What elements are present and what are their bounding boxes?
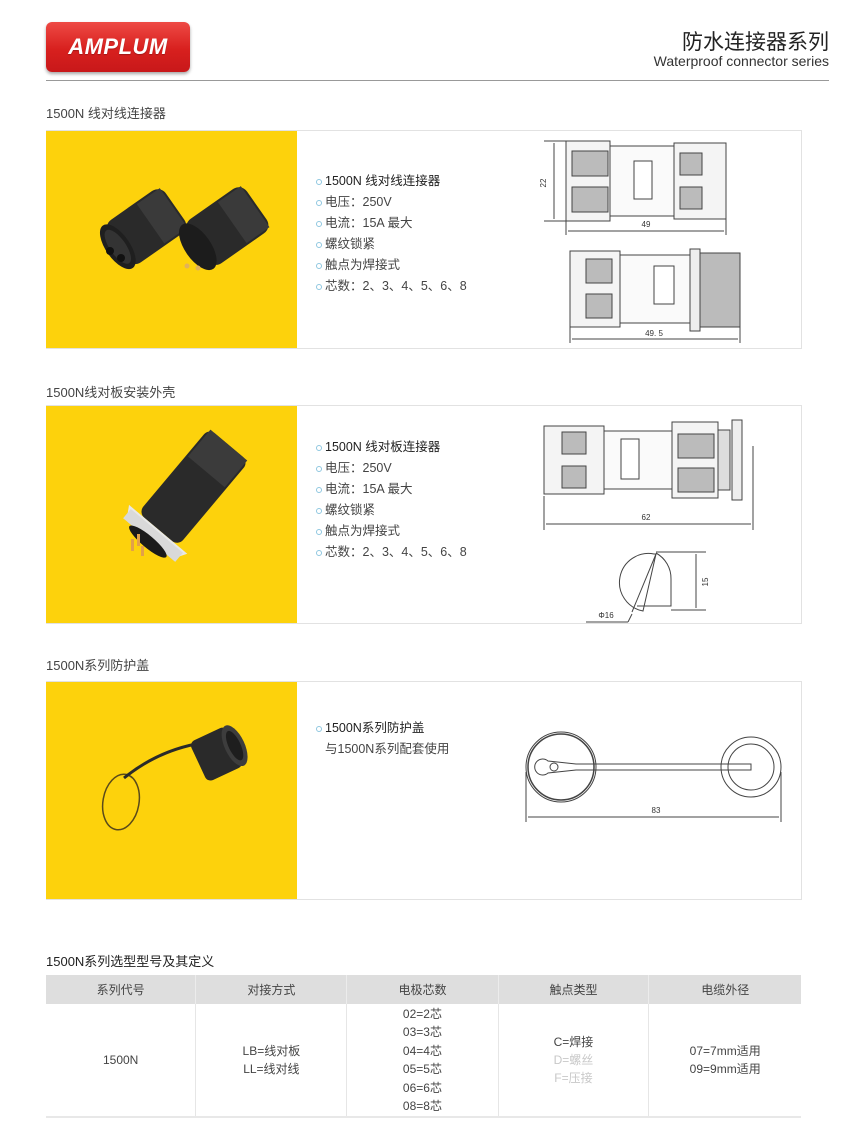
bullet-icon	[316, 725, 322, 732]
product-panel-wire-to-board: 1500N 线对板连接器 电压：250V 电流：15A 最大 螺纹锁紧 触点为焊…	[46, 405, 802, 624]
dim-length-1: 49	[642, 220, 651, 229]
col-cable: 电缆外径	[648, 975, 801, 1004]
dim-height: 22	[539, 178, 548, 187]
bullet-icon	[316, 465, 322, 472]
dim-length: 83	[652, 806, 661, 815]
section-title-wire-to-board: 1500N线对板安装外壳	[46, 385, 176, 400]
spec-list-wire-to-wire: 1500N 线对线连接器 电压：250V 电流：15A 最大 螺纹锁紧 触点为焊…	[316, 171, 467, 297]
cell-cores: 02=2芯 03=3芯 04=4芯 05=5芯 06=6芯 08=8芯	[346, 1004, 499, 1119]
table-header-row: 系列代号 对接方式 电极芯数 触点类型 电缆外径	[46, 975, 801, 1004]
dim-cutout-diameter: Φ16	[598, 611, 614, 620]
table-row: 1500N LB=线对板 LL=线对线 02=2芯 03=3芯 04=4芯 05…	[46, 1004, 801, 1119]
page-title-en: Waterproof connector series	[653, 53, 829, 69]
technical-drawing-wire-to-wire: 22 49 49. 5	[539, 140, 741, 343]
dim-length-2: 49. 5	[645, 329, 663, 338]
page-title-cn: 防水连接器系列	[682, 31, 829, 54]
bullet-icon	[316, 549, 322, 556]
product-photo-wire-to-board	[46, 406, 297, 623]
bullet-icon	[316, 486, 322, 493]
spec-item: 芯数：2、3、4、5、6、8	[316, 542, 467, 563]
cell-cable: 07=7mm适用 09=9mm适用	[648, 1004, 801, 1119]
product-panel-protective-cap: 1500N系列防护盖 与1500N系列配套使用 83	[46, 681, 802, 900]
product-panel-wire-to-wire: 1500N 线对线连接器 电压：250V 电流：15A 最大 螺纹锁紧 触点为焊…	[46, 130, 802, 349]
spec-item: 芯数：2、3、4、5、6、8	[316, 276, 467, 297]
bullet-icon	[316, 241, 322, 248]
spec-item: 电压：250V	[316, 458, 467, 479]
table-title: 1500N系列选型型号及其定义	[46, 954, 215, 969]
col-mating: 对接方式	[195, 975, 347, 1004]
product-photo-protective-cap	[46, 682, 297, 899]
amplum-logo: AMPLUM	[46, 22, 190, 72]
bullet-icon	[316, 199, 322, 206]
section-title-protective-cap: 1500N系列防护盖	[46, 658, 150, 673]
bullet-icon	[316, 220, 322, 227]
header-divider	[46, 80, 829, 81]
protective-cap-icon	[101, 725, 248, 831]
bullet-icon	[316, 262, 322, 269]
section-title-wire-to-wire: 1500N 线对线连接器	[46, 106, 166, 121]
spec-item: 触点为焊接式	[316, 521, 467, 542]
spec-item: 1500N 线对线连接器	[316, 171, 467, 192]
cell-contact: C=焊接 D=螺丝 F=压接	[497, 1004, 649, 1119]
spec-item: 电流：15A 最大	[316, 213, 467, 234]
bullet-icon	[316, 444, 322, 451]
dim-cutout-height: 15	[701, 577, 710, 586]
selection-table: 系列代号 对接方式 电极芯数 触点类型 电缆外径 1500N LB=线对板 LL…	[46, 975, 801, 1119]
spec-item: 电流：15A 最大	[316, 479, 467, 500]
bullet-icon	[316, 528, 322, 535]
col-cores: 电极芯数	[346, 975, 499, 1004]
spec-list-protective-cap: 1500N系列防护盖 与1500N系列配套使用	[316, 718, 449, 760]
spec-item: 1500N系列防护盖	[316, 718, 449, 739]
bullet-icon	[316, 507, 322, 514]
bullet-icon	[316, 178, 322, 185]
spec-item: 与1500N系列配套使用	[325, 742, 450, 756]
panel-mount-connector-icon	[123, 429, 248, 562]
connector-pair-icon	[99, 186, 270, 271]
spec-item: 电压：250V	[316, 192, 467, 213]
spec-list-wire-to-board: 1500N 线对板连接器 电压：250V 电流：15A 最大 螺纹锁紧 触点为焊…	[316, 437, 467, 563]
spec-item: 1500N 线对板连接器	[316, 437, 467, 458]
col-contact: 触点类型	[497, 975, 649, 1004]
spec-item: 螺纹锁紧	[316, 500, 467, 521]
col-series: 系列代号	[46, 975, 196, 1004]
cell-mating: LB=线对板 LL=线对线	[195, 1004, 347, 1119]
dim-length: 62	[642, 513, 651, 522]
cell-series: 1500N	[46, 1004, 196, 1119]
spec-item: 螺纹锁紧	[316, 234, 467, 255]
technical-drawing-protective-cap: 83	[525, 731, 782, 822]
product-photo-wire-to-wire	[46, 131, 297, 348]
logo-text: AMPLUM	[68, 34, 168, 59]
spec-item: 触点为焊接式	[316, 255, 467, 276]
bullet-icon	[316, 283, 322, 290]
technical-drawing-wire-to-board: 62 15 Φ16	[543, 419, 754, 623]
